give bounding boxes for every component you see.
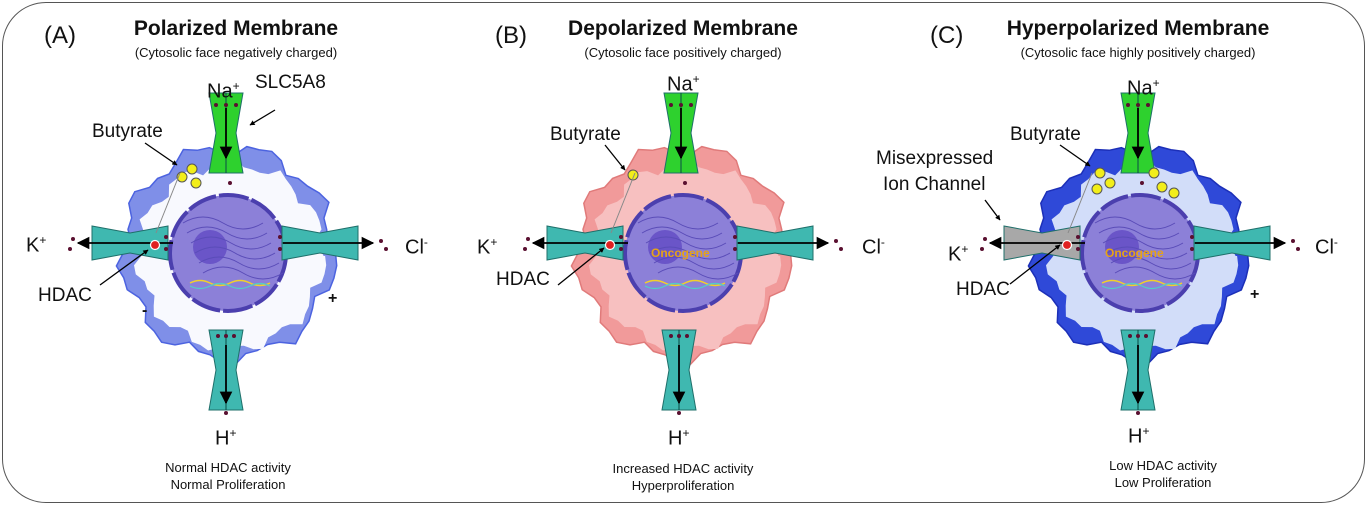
panel-b-caption-line1: Increased HDAC activity (612, 461, 754, 476)
panel-c-oncogene-label: Oncogene (1105, 246, 1164, 260)
panel-c-dna-strand-2 (1101, 282, 1183, 290)
panel-a-title: Polarized Membrane (133, 17, 339, 40)
panel-a-caption-line2: Normal Proliferation (170, 477, 286, 492)
panel-c-h-label: H+ (1128, 424, 1150, 448)
panel-a-butyrate-label: Butyrate (92, 121, 163, 142)
panel-c-inhibition-line (1067, 172, 1093, 234)
panel-c-na-ions (1126, 103, 1150, 185)
panel-b-inhibition-line (610, 172, 636, 234)
panel-a-na-label: Na+ (207, 79, 240, 103)
panel-a-cl-ions (278, 235, 388, 251)
panel-a-h-ions (216, 334, 236, 415)
panel-a-hdac-label: HDAC (38, 285, 92, 306)
panel-a-cl-label: Cl- (405, 235, 428, 259)
panel-c-cl-label: Cl- (1315, 235, 1338, 259)
panel-c-k-ions (980, 235, 1080, 251)
panel-a-subtitle: (Cytosolic face negatively charged) (134, 45, 338, 60)
panel-a-na-ions (214, 103, 238, 185)
panel-b-cl-label: Cl- (862, 235, 885, 259)
panel-a-hdac-enzyme (149, 239, 161, 251)
panel-c-hdac-enzyme (1061, 239, 1073, 251)
panel-a-slc5a8-arrow (249, 109, 276, 126)
panel-b-dna-strand-2 (644, 282, 726, 290)
panel-b-dna-strand-1 (644, 279, 726, 287)
panel-a-letter: (A) (44, 22, 76, 49)
panel-b-subtitle: (Cytosolic face positively charged) (584, 45, 782, 60)
panel-c-butyrate-molecules (1091, 167, 1180, 199)
panel-c-hdac-arrow (1009, 244, 1061, 285)
panel-b-k-ions (523, 235, 623, 251)
panel-b-hdac-arrow (557, 247, 605, 286)
panel-b-cl-ions (733, 235, 843, 251)
panel-c-butyrate-label: Butyrate (1010, 124, 1081, 145)
panel-c-misexpressed-arrow (984, 199, 1001, 221)
panel-b-chromatin (637, 216, 739, 280)
panel-a-nucleus (168, 193, 288, 313)
panel-a-charge-mark-1: + (328, 290, 337, 307)
panel-a-k-ions (68, 235, 168, 251)
panel-a-h-label: H+ (215, 426, 237, 450)
panel-c-na-label: Na+ (1127, 76, 1160, 100)
panel-a-dna-strand-1 (189, 279, 271, 287)
panel-c-caption: Low HDAC activity Low Proliferation (1109, 457, 1217, 491)
panel-b-hdac-enzyme (604, 239, 616, 251)
panel-c-charge-mark-0: + (1250, 286, 1259, 303)
panel-a-chromatin (182, 216, 284, 280)
panel-a-butyrate-molecules (176, 163, 202, 189)
panel-a-hdac-arrow (99, 249, 149, 286)
panel-c-caption-line2: Low Proliferation (1114, 475, 1212, 490)
panel-b-butyrate-molecules (627, 169, 639, 181)
panel-a-butyrate-arrow (144, 142, 178, 166)
panel-c-cl-ions (1190, 235, 1300, 251)
panel-c-letter: (C) (930, 22, 964, 49)
panel-b-title: Depolarized Membrane (568, 17, 798, 40)
panel-c-h-ions (1128, 334, 1148, 415)
panel-c-hdac-label: HDAC (956, 279, 1010, 300)
panel-c-subtitle: (Cytosolic face highly positively charge… (1020, 45, 1256, 60)
panel-b-na-ions (669, 103, 693, 185)
panel-b-letter: (B) (495, 22, 527, 49)
panel-b-k-label: K+ (477, 235, 498, 259)
panel-b-oncogene-label: Oncogene (651, 246, 710, 260)
panel-a-charge-mark-0: - (142, 302, 147, 319)
panel-c-butyrate-arrow (1059, 144, 1091, 167)
panel-b-butyrate-arrow (604, 144, 626, 171)
panel-b-caption-line2: Hyperproliferation (631, 478, 735, 493)
panel-a-inhibition-line (155, 172, 181, 234)
panel-c-k-label: K+ (948, 242, 969, 266)
panel-c-chromatin (1094, 216, 1196, 280)
panel-a-slc5a8-label: SLC5A8 (255, 72, 326, 93)
panel-c-misexpressed-label-2: Ion Channel (883, 174, 986, 195)
panel-b-na-label: Na+ (667, 72, 700, 96)
panel-b-h-label: H+ (668, 426, 690, 450)
panel-b-h-ions (669, 334, 689, 415)
panel-a-caption-line1: Normal HDAC activity (165, 460, 291, 475)
panel-c-title: Hyperpolarized Membrane (1006, 17, 1270, 40)
panel-c-dna-strand-1 (1101, 279, 1183, 287)
panel-c-caption-line1: Low HDAC activity (1109, 458, 1217, 473)
panel-a-caption: Normal HDAC activity Normal Proliferatio… (165, 459, 291, 493)
panel-a-k-label: K+ (26, 233, 47, 257)
panel-b-butyrate-label: Butyrate (550, 124, 621, 145)
panel-a-dna-strand-2 (189, 282, 271, 290)
panel-c-misexpressed-label-1: Misexpressed (876, 148, 994, 169)
panel-b-caption: Increased HDAC activity Hyperproliferati… (613, 460, 754, 494)
panel-b-hdac-label: HDAC (496, 269, 550, 290)
